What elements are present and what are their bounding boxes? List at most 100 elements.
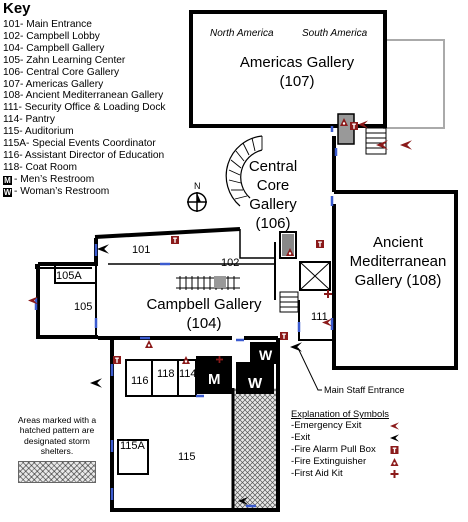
emergency-exit-icon — [400, 140, 412, 150]
central-core-number: (106) — [255, 215, 290, 232]
staff-entrance-leader — [297, 347, 322, 391]
fire-extinguisher-icon — [145, 340, 153, 348]
elevator-box — [279, 231, 297, 259]
legend-row-label: -Fire Extinguisher — [291, 456, 367, 467]
ancient-gallery-line1: Ancient — [373, 234, 424, 251]
key-item: 105- Zahn Learning Center — [3, 55, 166, 67]
legend-rows: -Emergency Exit-Exit-Fire Alarm Pull Box… — [291, 420, 421, 480]
legend-title: Explanation of Symbols — [291, 408, 389, 419]
main-exit-icon — [97, 244, 109, 254]
legend-row: -First Aid Kit — [291, 468, 421, 480]
fire-alarm-icon — [390, 446, 399, 454]
room-118-walls — [152, 359, 179, 397]
room-116-label: 116 — [131, 375, 149, 387]
room-115a-walls — [117, 439, 149, 475]
key-item-text: 107- Americas Gallery — [3, 78, 104, 90]
wall-105-top — [35, 264, 92, 269]
restroom-m-label: M — [208, 371, 221, 388]
key-item: 115- Auditorium — [3, 126, 166, 138]
fire-extinguisher-icon — [390, 458, 399, 466]
legend-row: -Fire Extinguisher — [291, 456, 421, 468]
exit-icon — [390, 434, 399, 442]
room-102-label: 102 — [221, 257, 239, 269]
restroom-badge: W — [3, 187, 12, 197]
room-labels: North America South America Americas Gal… — [56, 28, 446, 463]
room-114-label: 114 — [179, 368, 197, 380]
key-item: 101- Main Entrance — [3, 19, 166, 31]
storm-shelter-note: Areas marked with a hatched pattern are … — [17, 415, 97, 457]
zahn-west-wall — [36, 264, 98, 339]
restroom-badge: M — [3, 175, 12, 185]
main-staff-entrance-label: Main Staff Entrance — [324, 385, 405, 395]
restroom-w2-label: W — [248, 375, 263, 392]
annex-outline — [383, 39, 445, 129]
key-item: 118- Coat Room — [3, 162, 166, 174]
americas-gallery-walls — [189, 10, 387, 128]
entrance-wall — [38, 238, 98, 266]
key-item: W- Woman’s Restroom — [3, 186, 166, 198]
room-105a-walls — [54, 266, 96, 284]
central-core-line3: Gallery — [249, 196, 297, 213]
ancient-gallery-line2: Mediterranean — [350, 253, 447, 270]
first-aid-icon — [324, 290, 332, 298]
key-item-text: 102- Campbell Lobby — [3, 30, 100, 42]
legend-row-label: -First Aid Kit — [291, 468, 343, 479]
key-item: 107- Americas Gallery — [3, 79, 166, 91]
key-item-text: 115A- Special Events Coordinator — [3, 138, 156, 150]
curved-staircase — [225, 135, 263, 207]
restroom-w2-block — [236, 362, 274, 394]
room-115-label: 115 — [178, 451, 196, 463]
key-item: 104- Campbell Gallery — [3, 43, 166, 55]
fire-alarm-icon — [113, 356, 121, 364]
key-item: 115A- Special Events Coordinator — [3, 138, 166, 150]
key-item: 111- Security Office & Loading Dock — [3, 102, 166, 114]
restroom-men-block — [196, 356, 232, 394]
key-item-text: - Men’s Restroom — [14, 173, 95, 185]
legend-row-label: -Fire Alarm Pull Box — [291, 444, 376, 455]
key-item-text: 111- Security Office & Loading Dock — [3, 102, 166, 114]
staircase-treads — [228, 136, 263, 200]
americas-gallery-number: (107) — [279, 73, 314, 90]
key-title: Key — [3, 0, 31, 17]
key-item: M- Men’s Restroom — [3, 174, 166, 186]
key-item-text: 101- Main Entrance — [3, 19, 92, 30]
key-item-text: 116- Assistant Director of Education — [3, 149, 165, 161]
restroom-w1-label: W — [259, 347, 273, 363]
exit-icon — [290, 342, 302, 352]
key-item-text: 108- Ancient Mediterranean Gallery — [3, 90, 164, 102]
storm-shelter-swatch — [18, 461, 96, 483]
legend-row-label: -Emergency Exit — [291, 420, 362, 431]
north-america-label: North America — [210, 28, 274, 39]
exit-icon — [90, 378, 102, 388]
ancient-gallery-line3: Gallery (108) — [355, 272, 442, 289]
legend-row-label: -Exit — [291, 432, 311, 443]
lobby-north-wall — [94, 227, 241, 239]
campbell-gallery-label: Campbell Gallery — [146, 296, 262, 313]
key-item-text: 118- Coat Room — [3, 161, 77, 173]
key-item-text: 104- Campbell Gallery — [3, 42, 105, 54]
room-118-label: 118 — [157, 368, 175, 380]
legend-row: -Exit — [291, 432, 421, 444]
storm-shelter-hatch — [233, 388, 276, 508]
room-101-label: 101 — [132, 244, 150, 256]
key-item-text: 114- Pantry — [3, 114, 55, 126]
key-item: 116- Assistant Director of Education — [3, 150, 166, 162]
legend-row: -Emergency Exit — [291, 420, 421, 432]
key-item-text: - Woman’s Restroom — [14, 185, 110, 197]
freight-elevator-cross — [299, 261, 331, 291]
legend-row: -Fire Alarm Pull Box — [291, 444, 421, 456]
campbell-gallery-number: (104) — [186, 315, 221, 332]
americas-gallery-label: Americas Gallery — [240, 54, 355, 71]
key-item: 102- Campbell Lobby — [3, 31, 166, 43]
first-aid-icon — [390, 470, 399, 478]
lobby-ramp — [176, 276, 240, 290]
doors — [34, 126, 338, 508]
restroom-w1-block — [250, 342, 278, 364]
key-item: 114- Pantry — [3, 114, 166, 126]
central-core-line2: Core — [257, 177, 290, 194]
central-core-line1: Central — [249, 158, 297, 175]
compass-north-label: N — [194, 181, 201, 191]
